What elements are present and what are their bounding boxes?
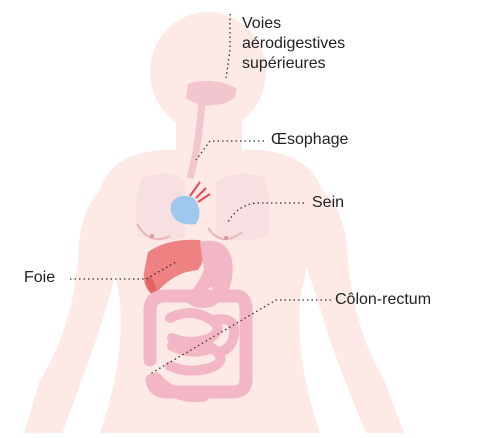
- label-oesophage: Œsophage: [271, 130, 348, 150]
- label-colon-rectum: Côlon-rectum: [335, 290, 431, 310]
- label-vads-line-3: supérieures: [242, 54, 345, 74]
- label-vads: Voies aérodigestives supérieures: [242, 14, 345, 74]
- label-foie: Foie: [24, 268, 55, 288]
- label-vads-line-1: Voies: [242, 14, 345, 34]
- right-lung: [216, 174, 270, 241]
- label-sein: Sein: [312, 193, 344, 213]
- right-nipple: [224, 236, 228, 240]
- left-nipple: [150, 234, 154, 238]
- label-vads-line-2: aérodigestives: [242, 34, 345, 54]
